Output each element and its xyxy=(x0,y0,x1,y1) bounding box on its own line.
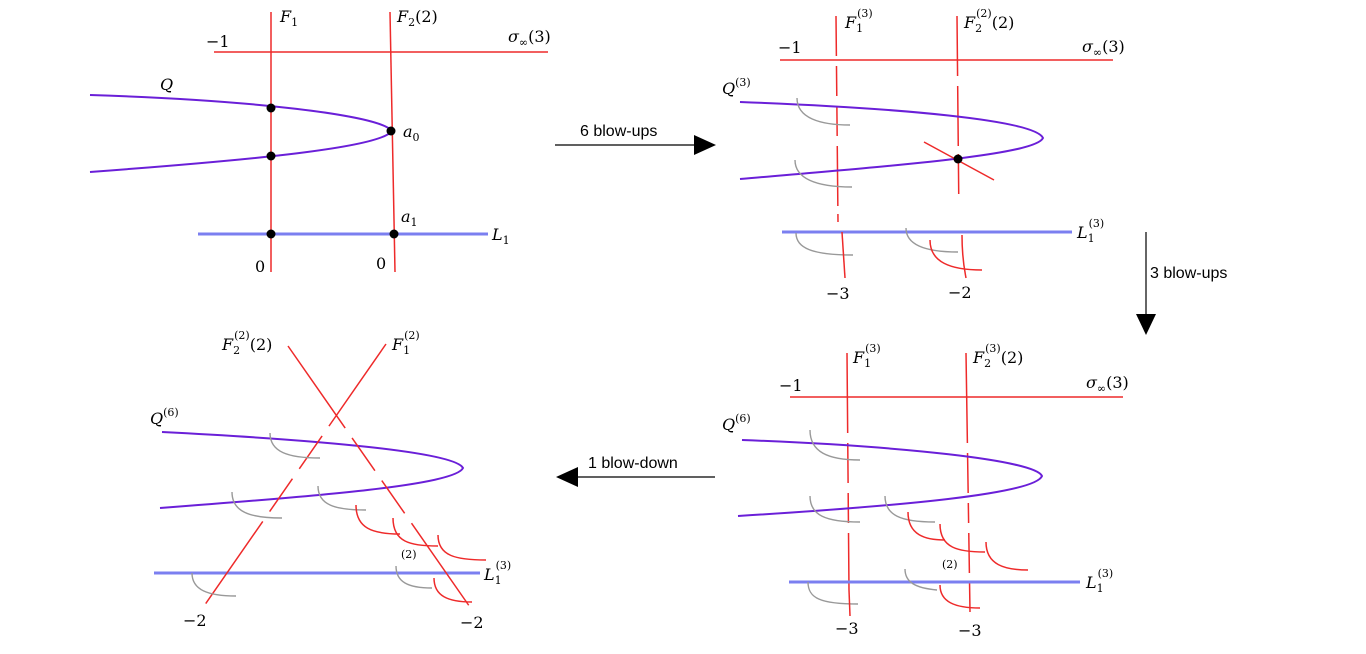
point-a1 xyxy=(389,229,399,239)
label-minus-two-left: −2 xyxy=(183,611,207,630)
label-q: Q(3) xyxy=(722,76,751,98)
arrowhead-left xyxy=(556,467,578,487)
red-arc xyxy=(985,541,1029,571)
gray-arc xyxy=(809,495,861,523)
label-l1: L1 xyxy=(491,225,510,247)
f2-line xyxy=(287,345,473,611)
label-f2: F2(2) xyxy=(396,7,438,29)
label-zero-left: 0 xyxy=(255,257,265,276)
label-f1: F1 xyxy=(279,7,298,29)
intersection-point xyxy=(953,154,963,164)
conic-q xyxy=(89,94,394,173)
conic-q xyxy=(159,431,465,509)
intersection-point xyxy=(266,229,276,239)
arrow-label-six: 6 blow-ups xyxy=(580,123,657,140)
intersection-point xyxy=(266,103,276,113)
panel-4: F2(2)(2) F1(2) Q(6) L1(3) (2) −2 −2 xyxy=(150,329,511,632)
label-minus-one: −1 xyxy=(779,376,803,395)
label-minus-two: −2 xyxy=(948,283,972,302)
gray-arc xyxy=(796,97,851,126)
arrowhead-right xyxy=(694,135,716,155)
label-a0: a0 xyxy=(403,122,420,144)
label-sigma: σ∞(3) xyxy=(508,27,551,49)
f1-line xyxy=(846,352,850,591)
label-f2: F2(2)(2) xyxy=(221,329,272,357)
label-minus-three-left: −3 xyxy=(835,619,859,638)
label-minus-one: −1 xyxy=(206,32,230,51)
intersection-point xyxy=(266,151,276,161)
label-sigma: σ∞(3) xyxy=(1082,37,1125,59)
gray-arc xyxy=(794,159,853,188)
label-q: Q(6) xyxy=(150,406,179,428)
label-q: Q xyxy=(160,75,173,94)
label-l1: L1(3) xyxy=(1085,567,1113,595)
red-arc xyxy=(907,511,946,541)
label-minus-one: −1 xyxy=(778,38,802,57)
f1-lower xyxy=(848,589,851,617)
red-arc xyxy=(939,584,981,609)
f2-line xyxy=(389,11,396,273)
panel-3: F1(3) F2(3)(2) −1 σ∞(3) Q(6) L1(3) (2) −… xyxy=(722,342,1129,640)
red-arc xyxy=(392,517,439,547)
f1-line xyxy=(203,343,387,607)
label-small-two: (2) xyxy=(942,558,958,571)
red-arc xyxy=(939,523,986,553)
gray-arc xyxy=(231,491,283,519)
red-arc xyxy=(929,239,983,271)
label-f1: F1(2) xyxy=(391,329,420,357)
arrow-three-blowups: 3 blow-ups xyxy=(1136,232,1227,335)
f1-line xyxy=(835,15,839,223)
arrow-six-blowups: 6 blow-ups xyxy=(555,123,716,155)
gray-arc xyxy=(904,568,938,591)
label-l1: L1(3) xyxy=(1076,217,1104,245)
label-a1: a1 xyxy=(401,207,418,229)
f1-lower xyxy=(841,231,846,279)
label-sigma: σ∞(3) xyxy=(1086,373,1129,395)
gray-arc xyxy=(809,429,861,461)
label-q: Q(6) xyxy=(722,412,751,434)
red-arc xyxy=(355,504,401,535)
gray-arc xyxy=(807,581,859,605)
label-l1: L1(3) xyxy=(483,559,511,587)
label-minus-three: −3 xyxy=(826,284,850,303)
arrow-label-three: 3 blow-ups xyxy=(1150,265,1227,282)
arrow-one-blowdown: 1 blow-down xyxy=(556,455,715,487)
panel-1: F1 F2(2) −1 σ∞(3) Q a0 a1 L1 0 0 xyxy=(89,7,551,276)
f2-line xyxy=(956,15,960,223)
label-small-two: (2) xyxy=(401,548,417,561)
red-arc xyxy=(437,534,487,561)
red-arc xyxy=(433,577,473,603)
label-minus-two-right: −2 xyxy=(460,613,484,632)
gray-arc xyxy=(884,495,936,523)
label-f2: F2(3)(2) xyxy=(972,342,1023,370)
arrow-label-one: 1 blow-down xyxy=(588,455,678,472)
label-f1: F1(3) xyxy=(852,342,881,370)
f2-line xyxy=(965,352,971,613)
label-minus-three-right: −3 xyxy=(958,621,982,640)
conic-q xyxy=(737,439,1044,517)
label-zero-right: 0 xyxy=(376,254,386,273)
label-f1: F1(3) xyxy=(844,7,873,35)
label-f2: F2(2)(2) xyxy=(963,7,1014,35)
gray-arc xyxy=(269,432,321,459)
gray-arc xyxy=(795,232,854,256)
gray-arc xyxy=(191,572,237,597)
arrowhead-down xyxy=(1136,314,1156,335)
point-a0 xyxy=(386,126,396,136)
gray-arc xyxy=(905,227,959,253)
gray-arc xyxy=(395,565,433,589)
conic-q xyxy=(739,101,1045,180)
panel-2: F1(3) F2(2)(2) −1 σ∞(3) Q(3) L1(3) −3 −2 xyxy=(722,7,1125,303)
gray-arc xyxy=(317,485,367,511)
red-tail xyxy=(961,234,967,279)
